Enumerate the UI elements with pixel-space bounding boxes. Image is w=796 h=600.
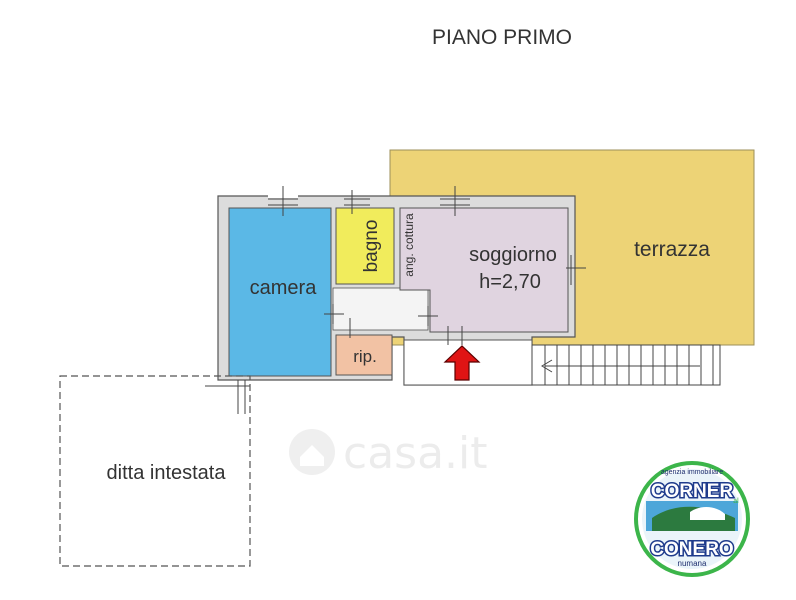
watermark-text: casa.it bbox=[343, 428, 488, 479]
hallway-area bbox=[332, 287, 429, 331]
room-soggiorno bbox=[399, 207, 569, 333]
room-ripostiglio bbox=[335, 334, 393, 376]
logo-connector: al bbox=[733, 498, 739, 505]
staircase bbox=[531, 344, 721, 386]
label-bagno: bagno bbox=[361, 220, 382, 273]
label-terrazza: terrazza bbox=[634, 238, 710, 261]
entrance-arrow-icon bbox=[443, 345, 481, 381]
agency-logo: agenzia immobiliare CORNER al CONERO num… bbox=[634, 461, 750, 577]
floor-title: PIANO PRIMO bbox=[432, 26, 572, 49]
logo-brand-bottom: CONERO bbox=[650, 539, 733, 560]
label-camera: camera bbox=[250, 277, 318, 299]
label-ang-cottura: ang. cottura bbox=[402, 213, 416, 277]
logo-location: numana bbox=[678, 559, 707, 568]
label-ripostiglio: rip. bbox=[353, 347, 377, 366]
label-height: h=2,70 bbox=[479, 271, 541, 293]
room-camera bbox=[228, 207, 332, 377]
neighbor-property bbox=[59, 375, 251, 567]
logo-top-text: agenzia immobiliare bbox=[661, 469, 723, 476]
room-bagno bbox=[335, 207, 395, 285]
window-marks bbox=[205, 186, 586, 414]
logo-brand-top: CORNER bbox=[651, 481, 734, 502]
label-soggiorno: soggiorno bbox=[469, 244, 557, 266]
label-neighbor: ditta intestata bbox=[107, 462, 227, 484]
watermark: casa.it bbox=[289, 428, 488, 479]
